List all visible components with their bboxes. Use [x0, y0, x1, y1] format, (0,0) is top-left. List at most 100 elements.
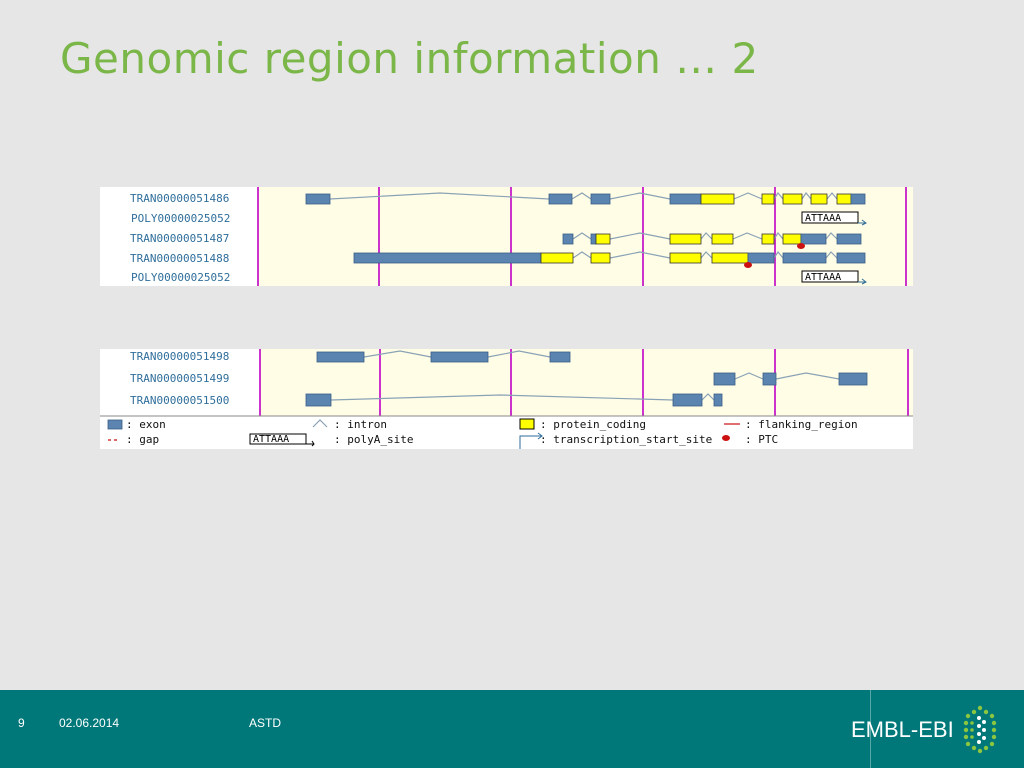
footer-date: 02.06.2014 [59, 716, 120, 730]
protein-coding-exon [540, 252, 574, 264]
polya-box [801, 270, 859, 283]
exon [549, 351, 571, 363]
track-label: TRAN00000051498 [130, 350, 229, 363]
intron-line [571, 192, 592, 200]
exon [316, 351, 365, 363]
transcript-track [305, 393, 723, 407]
arrow-right-icon [858, 278, 867, 285]
legend-protein-coding: : protein_coding [540, 418, 646, 431]
track-area-background [260, 349, 913, 416]
track-label: POLY00000025052 [131, 212, 230, 225]
intron-line [700, 251, 713, 259]
polya-site: ATTAAA [801, 270, 867, 285]
exon [782, 252, 827, 264]
ptc-marker [744, 262, 752, 268]
exon [836, 233, 862, 245]
track-label: TRAN00000051486 [130, 192, 229, 205]
protein-coding-exon [700, 193, 735, 205]
transcript-track [713, 372, 868, 386]
protein-coding-exon [711, 233, 734, 245]
intron-line [773, 191, 784, 200]
arrow-right-icon [858, 219, 867, 226]
transcript-track [316, 350, 571, 363]
exon [305, 393, 332, 407]
exon [590, 193, 611, 205]
exon [353, 252, 542, 264]
protein-coding-exon [836, 193, 852, 205]
polya-sequence: ATTAAA [805, 213, 841, 224]
embl-ebi-logo-icon [963, 705, 997, 754]
exon [762, 372, 777, 386]
exon [669, 193, 702, 205]
intron-line [700, 232, 713, 240]
intron-line [329, 192, 550, 200]
intron-line [826, 192, 838, 200]
track-label: POLY00000025052 [131, 271, 230, 284]
exon [838, 372, 868, 386]
ptc-marker [797, 243, 805, 249]
intron-swatch [312, 419, 328, 428]
legend-transcription-start-site: : transcription_start_site [540, 433, 712, 446]
footer-separator [870, 690, 871, 768]
protein-coding-exon [711, 252, 749, 264]
intron-line [733, 192, 763, 200]
intron-line [701, 393, 715, 401]
transcript-track [562, 231, 862, 249]
slide-footer: 9 02.06.2014 ASTD EMBL-EBI [0, 690, 1024, 768]
exon [747, 252, 775, 264]
genomic-track-panel-1: TRAN00000051486 POLY00000025052 TRAN0000… [100, 187, 913, 286]
legend-exon: : exon [126, 418, 166, 431]
slide-title: Genomic region information … 2 [60, 34, 759, 83]
track-panel-2-svg: TRAN00000051498 TRAN00000051499 TRAN0000… [100, 349, 913, 449]
transcript-track [353, 250, 866, 268]
intron-line [572, 251, 592, 259]
protein-coding-exon [595, 233, 611, 245]
intron-line [775, 372, 840, 380]
transcription-start-icon [519, 432, 543, 449]
intron-line [773, 250, 784, 259]
polya-box [801, 211, 859, 224]
protein-coding-exon [761, 193, 775, 205]
intron-line [773, 231, 784, 240]
intron-line [330, 394, 674, 401]
legend-polya-symbol: ATTAAA [253, 434, 289, 445]
legend-intron: : intron [334, 418, 387, 431]
intron-line [734, 372, 764, 380]
ptc-swatch [722, 435, 730, 441]
intron-line [363, 350, 432, 358]
exon [850, 193, 866, 205]
intron-line [572, 232, 592, 240]
protein-coding-exon [810, 193, 828, 205]
intron-line [487, 350, 551, 358]
exon [548, 193, 573, 205]
exon [713, 372, 736, 386]
embl-ebi-logo-text: EMBL-EBI [851, 717, 954, 742]
exon [800, 233, 827, 245]
protein-coding-exon [590, 252, 611, 264]
exon [562, 233, 574, 245]
genomic-track-panel-2: TRAN00000051498 TRAN00000051499 TRAN0000… [100, 349, 913, 449]
exon-swatch [107, 419, 123, 430]
exon [305, 193, 331, 205]
footer-event: ASTD [249, 716, 282, 730]
legend-flanking-region: : flanking_region [745, 418, 858, 431]
track-label: TRAN00000051500 [130, 394, 229, 407]
track-label: TRAN00000051488 [130, 252, 229, 265]
track-label: TRAN00000051487 [130, 232, 229, 245]
track-panel-1-svg: TRAN00000051486 POLY00000025052 TRAN0000… [130, 187, 913, 286]
polya-swatch [249, 433, 307, 445]
protein-coding-exon [761, 233, 775, 245]
protein-coding-exon [782, 233, 802, 245]
polya-sequence: ATTAAA [805, 272, 841, 283]
exon [430, 351, 489, 363]
intron-line [801, 191, 812, 200]
protein-coding-exon [782, 193, 803, 205]
legend-polya-site: : polyA_site [334, 433, 413, 446]
arrow-right-icon [306, 440, 315, 447]
intron-line [825, 232, 838, 240]
transcript-track [305, 191, 866, 205]
page-number: 9 [18, 716, 25, 730]
protein-coding-exon [669, 252, 702, 264]
intron-line [609, 192, 671, 200]
intron-line [732, 232, 763, 240]
